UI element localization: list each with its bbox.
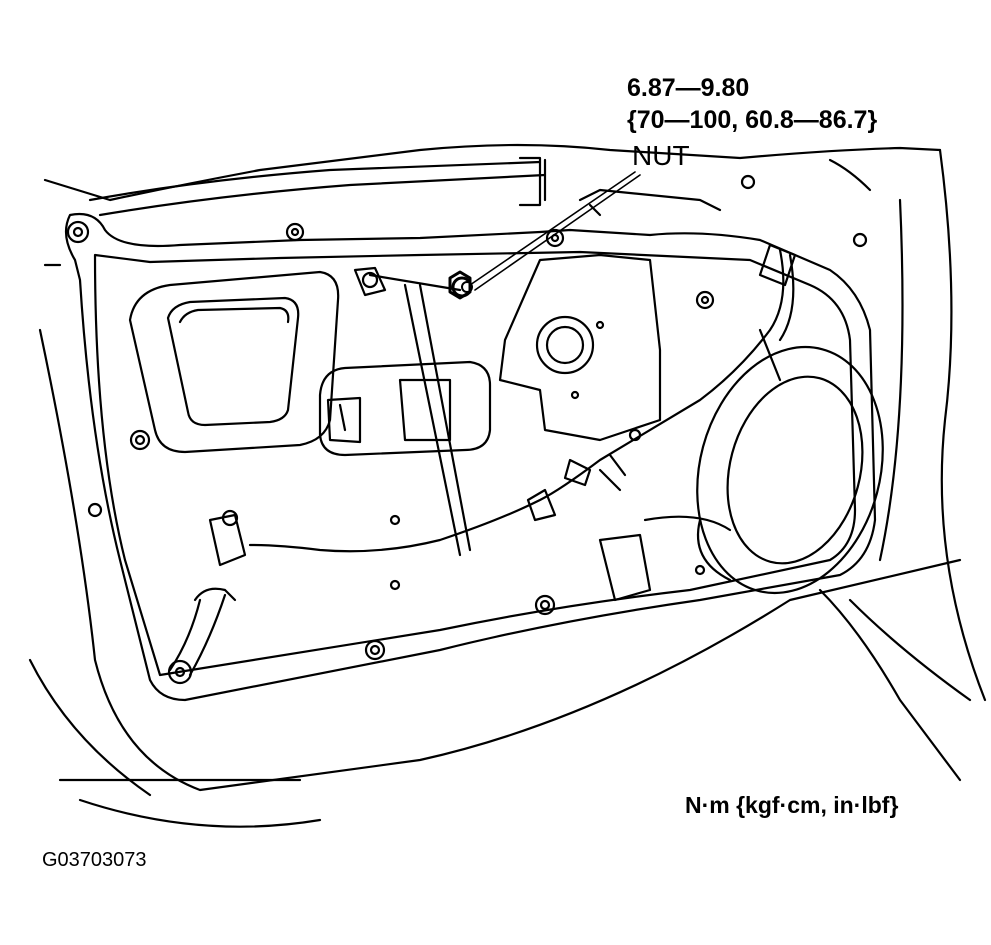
service-hole-left (128, 270, 340, 454)
regulator-motor (168, 513, 732, 677)
speaker-ring (696, 345, 884, 595)
door-outer-body (28, 143, 987, 828)
figure-id: G03703073 (42, 849, 147, 871)
regulator-rails (368, 273, 472, 557)
window-frame (88, 156, 722, 217)
nut-fastener (353, 266, 473, 300)
torque-nm-value: 6.87—9.80 (627, 74, 750, 102)
torque-alt-values: {70—100, 60.8—86.7} (627, 106, 878, 134)
speaker-plate (498, 253, 662, 442)
nut-leader-line (469, 171, 641, 291)
torque-spec-callout: 6.87—9.80 {70—100, 60.8—86.7} (627, 72, 877, 136)
units-legend: N·m {kgf·cm, in·lbf} (685, 792, 899, 818)
nut-label: NUT (632, 140, 690, 171)
mounting-holes (66, 174, 868, 685)
center-opening (318, 360, 492, 457)
